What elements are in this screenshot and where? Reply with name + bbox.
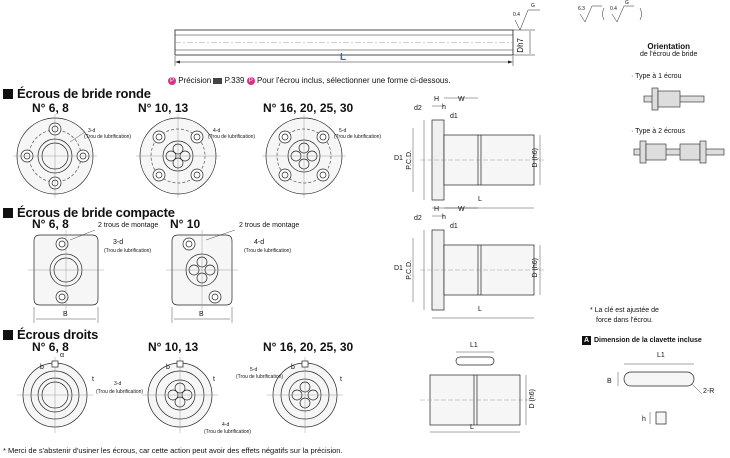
orientation-title: Orientation de l'écrou de bride — [640, 42, 698, 58]
straight-b-1: b — [40, 364, 44, 371]
dim-L-3: L — [470, 424, 474, 431]
dim-d1-1: d1 — [450, 113, 458, 120]
section-square-icon — [3, 329, 13, 340]
precision-suffix: Pour l'écrou inclus, sélectionner une fo… — [256, 76, 451, 85]
compact-lub-label-1: (Trou de lubrification) — [104, 248, 152, 254]
roughness-3: 0.4 — [610, 6, 617, 12]
straight-lub-label-3: (Trou de lubrification) — [236, 374, 284, 380]
precision-note: P Précision P.339 P Pour l'écrou inclus,… — [168, 76, 451, 85]
roughness-2: 6.3 — [578, 6, 585, 12]
dim-PCD-2: P.C.D. — [406, 260, 413, 280]
dim-L1-3: L1 — [470, 342, 478, 349]
straight-alpha-1: α — [60, 352, 65, 359]
compact-hole-label-1: 3-d — [113, 239, 124, 246]
section-round-title: Écrous de bride ronde — [3, 86, 151, 101]
shaft-length-label: L — [340, 52, 347, 63]
dim-H-2: H — [434, 206, 440, 213]
dim-W-2: W — [458, 206, 465, 213]
key-dim-L1: L1 — [657, 352, 665, 359]
straight-lub-label-1: (Trou de lubrification) — [96, 389, 144, 395]
key-note: * La clé est ajustée de force dans l'écr… — [590, 307, 659, 324]
straight-hole-label-1: 3-d — [114, 381, 122, 387]
compact-flange-drawings — [28, 229, 238, 323]
dim-d2-1: d2 — [414, 105, 422, 112]
straight-heading-1: N° 6, 8 — [32, 340, 69, 354]
round-lub-label-3: (Trou de lubrification) — [334, 134, 382, 140]
straight-t-3: t — [340, 376, 342, 383]
compact-mount-label-2: 2 trous de montage — [239, 222, 300, 229]
compact-heading-1: N° 6, 8 — [32, 217, 69, 231]
round-hole-label-3: 5-d — [339, 128, 347, 134]
key-dim-h: h — [642, 416, 646, 423]
orientation-type2: · Type à 2 écrous — [631, 128, 685, 135]
dim-L-2: L — [478, 306, 482, 313]
dim-PCD-1: P.C.D. — [406, 150, 413, 170]
key-title: A Dimension de la clavette incluse — [582, 336, 702, 345]
shaft-diameter-label: Dh7 — [516, 38, 525, 53]
compact-lub-label-2: (Trou de lubrification) — [244, 248, 292, 254]
dim-h-2: h — [442, 214, 446, 221]
dim-h-1: h — [442, 104, 446, 111]
round-flange-drawings — [13, 114, 346, 198]
dim-H-1: H — [434, 96, 440, 103]
section-square-icon — [3, 207, 13, 218]
g-label-2: G — [625, 0, 629, 6]
round-heading-3: N° 16, 20, 25, 30 — [263, 101, 354, 115]
straight-heading-3: N° 16, 20, 25, 30 — [263, 340, 354, 354]
compact-mount-label-1: 2 trous de montage — [98, 222, 159, 229]
straight-heading-2: N° 10, 13 — [148, 340, 199, 354]
section-straight-title: Écrous droits — [3, 327, 98, 342]
round-hole-label-1: 3-d — [88, 128, 96, 134]
straight-b-3: b — [291, 364, 295, 371]
key-badge: A — [582, 336, 591, 345]
section-compact-title: Écrous de bride compacte — [3, 205, 175, 220]
straight-nut-drawings — [17, 357, 343, 433]
round-lub-label-1: (Trou de lubrification) — [84, 134, 132, 140]
dim-D1-2: D1 — [394, 265, 403, 272]
dim-d2-2: d2 — [414, 215, 422, 222]
compact-hole-label-2: 4-d — [254, 239, 265, 246]
straight-b-2: b — [166, 364, 170, 371]
info-pin-icon-2: P — [246, 76, 255, 85]
round-hole-label-2: 4-d — [213, 128, 221, 134]
orientation-drawings — [633, 87, 725, 164]
compact-b-label-2: B — [199, 311, 204, 318]
straight-t-2: t — [213, 376, 215, 383]
straight-hole-label-2: 4-d — [222, 422, 230, 428]
g-label-1: G — [531, 3, 535, 9]
roughness-1: 0.4 — [513, 12, 520, 18]
dim-L-1: L — [478, 196, 482, 203]
info-pin-icon: P — [168, 76, 176, 85]
straight-lub-label-2: (Trou de lubrification) — [204, 429, 252, 435]
side-view-drawings — [412, 97, 545, 433]
straight-hole-label-3: 5-d — [250, 367, 258, 373]
orientation-type1: · Type à 1 écrou — [631, 73, 682, 80]
section-square-icon — [3, 88, 13, 99]
round-heading-1: N° 6, 8 — [32, 101, 69, 115]
dim-D-1: D (h6) — [532, 148, 539, 168]
key-dim-R: 2-R — [703, 388, 715, 395]
dim-D1-1: D1 — [394, 155, 403, 162]
dim-D-3: D (h6) — [529, 389, 536, 409]
dim-d1-2: d1 — [450, 223, 458, 230]
round-heading-2: N° 10, 13 — [138, 101, 189, 115]
key-dim-B: B — [607, 378, 612, 385]
straight-t-1: t — [92, 376, 94, 383]
dim-W-1: W — [458, 96, 465, 103]
precision-page-link[interactable]: P.339 — [224, 76, 245, 85]
key-drawing — [617, 363, 703, 425]
round-lub-label-2: (Trou de lubrification) — [208, 134, 256, 140]
link-icon — [213, 77, 223, 84]
compact-heading-2: N° 10 — [170, 217, 201, 231]
shaft-drawing — [174, 5, 642, 66]
footer-note: * Merci de s'abstenir d'usiner les écrou… — [3, 446, 343, 455]
precision-prefix: Précision — [178, 76, 212, 85]
dim-D-2: D (h6) — [532, 258, 539, 278]
compact-b-label-1: B — [63, 311, 68, 318]
